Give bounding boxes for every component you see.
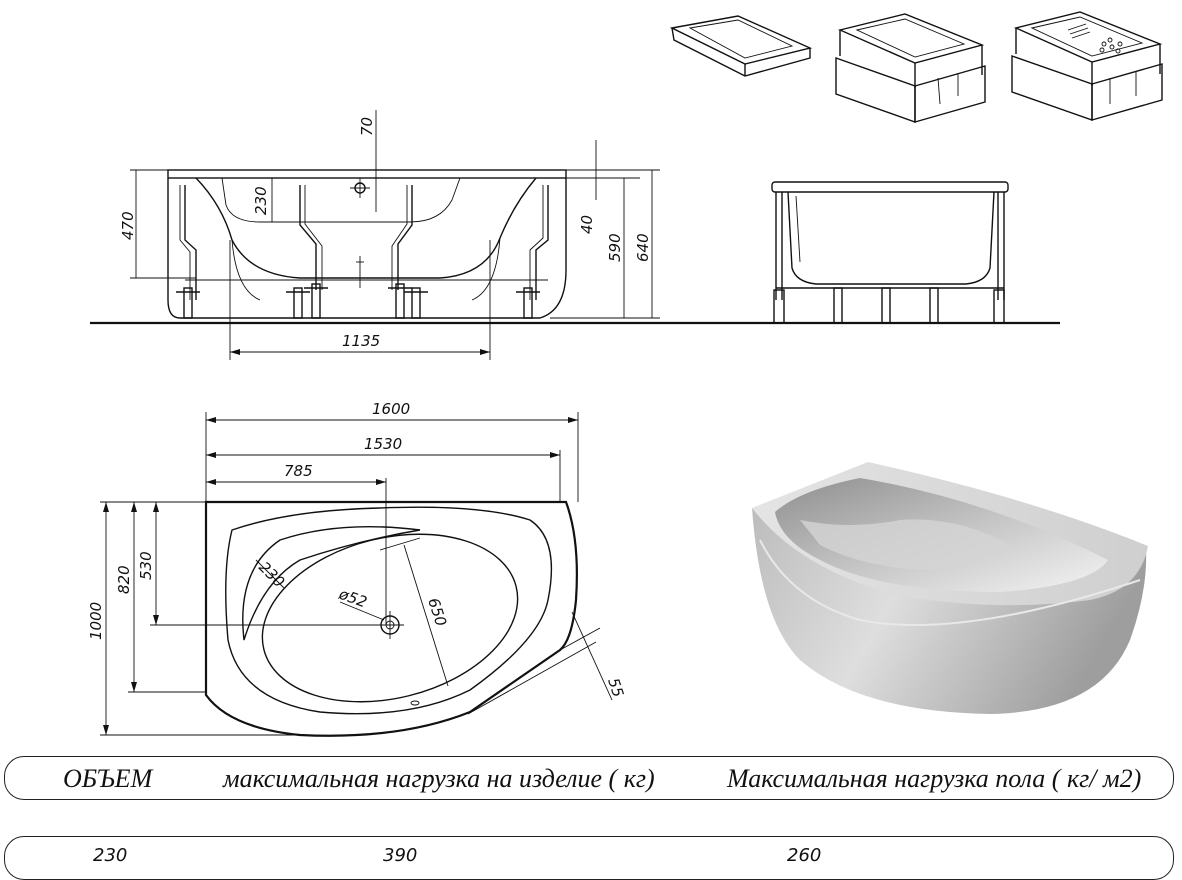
dim-590: 590 bbox=[606, 233, 624, 262]
plan-view bbox=[100, 412, 613, 737]
dim-1600: 1600 bbox=[372, 400, 410, 418]
thumbnail-bath-only bbox=[669, 15, 813, 77]
dim-820: 820 bbox=[115, 565, 133, 594]
dim-470: 470 bbox=[119, 211, 137, 240]
dim-70: 70 bbox=[358, 117, 376, 136]
value-max-load-floor: 260 bbox=[787, 845, 822, 866]
header-volume: ОБЪЕМ bbox=[63, 764, 153, 793]
dim-1135: 1135 bbox=[342, 332, 380, 350]
dim-1530: 1530 bbox=[364, 435, 402, 453]
dim-55: 55 bbox=[604, 676, 627, 700]
header-max-load-floor: Максимальная нагрузка пола ( кг/ м2) bbox=[727, 764, 1142, 793]
thumbnail-bath-with-hydromassage bbox=[1011, 11, 1163, 121]
dim-drain-diameter: ø52 bbox=[336, 585, 370, 612]
dim-1000: 1000 bbox=[87, 602, 105, 640]
header-max-load-product: максимальная нагрузка на изделие ( кг) bbox=[223, 764, 655, 793]
dim-640: 640 bbox=[634, 233, 652, 262]
table-value-row: 230 390 260 bbox=[4, 836, 1174, 880]
table-header-row: ОБЪЕМ максимальная нагрузка на изделие (… bbox=[4, 756, 1174, 800]
bath-3d-render bbox=[752, 462, 1148, 714]
thumbnail-bath-with-frame bbox=[835, 13, 986, 123]
side-elevation-view bbox=[771, 181, 1009, 324]
dim-40: 40 bbox=[578, 215, 596, 234]
dim-785: 785 bbox=[284, 462, 313, 480]
value-max-load-product: 390 bbox=[383, 845, 418, 866]
value-volume: 230 bbox=[93, 845, 128, 866]
dimension-labels: 470 230 70 40 590 640 1135 1600 1530 785… bbox=[87, 117, 652, 699]
dim-230-depth: 230 bbox=[252, 186, 270, 215]
front-elevation-view bbox=[90, 110, 1060, 360]
dim-530: 530 bbox=[137, 551, 155, 580]
dim-230-seat: 230 bbox=[255, 558, 288, 591]
